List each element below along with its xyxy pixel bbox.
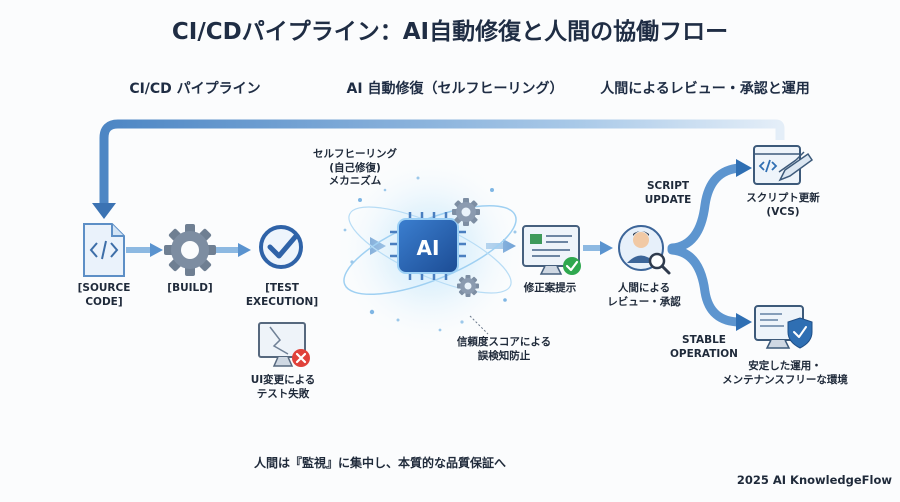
script-update-branch-label: SCRIPT UPDATE: [644, 180, 692, 206]
section-ai-repair: AI 自動修復（セルフヒーリング）: [346, 81, 564, 97]
ai-gear-icons: [452, 198, 480, 297]
section-human: 人間によるレビュー・承認と運用: [600, 81, 810, 97]
footer-message: 人間は『監視』に集中し、本質的な品質保証へ: [253, 456, 506, 470]
test-check-icon: [259, 225, 303, 269]
diagram-title: CI/CDパイプライン：AI自動修復と人間の協働フロー: [171, 19, 729, 45]
build-gear-icon: [164, 224, 216, 276]
review-label: 人間による レビュー・承認: [607, 282, 681, 308]
test-execution-label: [TEST EXECUTION]: [245, 282, 319, 308]
feedback-loop-arrow: [92, 119, 785, 219]
proposal-monitor-icon: [522, 225, 581, 275]
source-code-label: [SOURCE CODE]: [77, 282, 131, 308]
branch-arrows: [667, 159, 752, 331]
section-pipeline: CI/CD パイプライン: [129, 81, 261, 97]
confidence-score-label: 信頼度スコアによる 誤検知防止: [456, 336, 552, 362]
ui-failure-label: UI変更による テスト失敗: [250, 374, 316, 400]
stable-branch-label: STABLE OPERATION: [670, 334, 738, 360]
build-label: [BUILD]: [167, 282, 213, 294]
script-update-icon: [753, 145, 814, 185]
ai-chip-icon: AI: [390, 212, 466, 280]
brand-label: 2025 AI KnowledgeFlow: [736, 473, 892, 487]
script-update-result-label: スクリプト更新 (VCS): [746, 192, 820, 218]
ai-chip-label: AI: [417, 236, 440, 260]
self-healing-label: セルフヒーリング (自己修復) メカニズム: [313, 148, 397, 188]
stable-monitor-icon: [754, 305, 813, 349]
reviewer-avatar-icon: [618, 225, 671, 275]
stable-result-label: 安定した運用・ メンテナンスフリーな環境: [722, 360, 848, 386]
confidence-leader-line: [469, 315, 489, 335]
proposal-label: 修正案提示: [523, 282, 577, 294]
source-code-icon: [83, 223, 125, 277]
broken-monitor-icon: [258, 322, 310, 367]
